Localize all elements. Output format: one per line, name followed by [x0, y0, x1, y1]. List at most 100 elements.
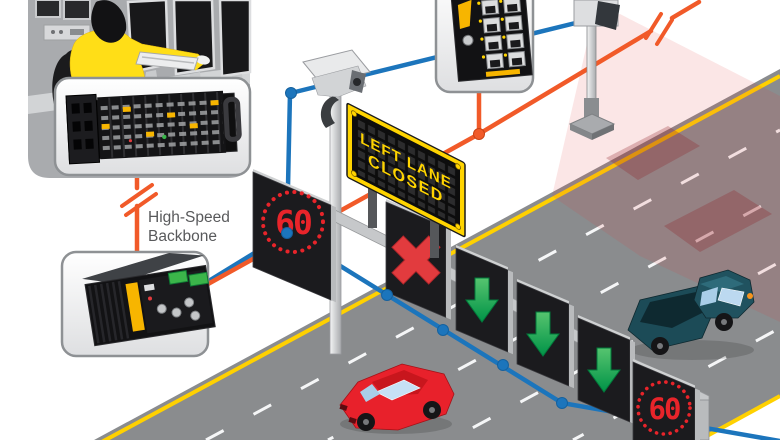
car-taillight	[339, 404, 348, 411]
terminal-block	[188, 271, 209, 287]
network-node-icon	[473, 128, 485, 140]
round-connector	[156, 303, 167, 314]
near-yellow-edge-line	[695, 394, 780, 440]
console-slot	[70, 29, 84, 35]
network-node-icon	[381, 289, 393, 301]
backbone-label-line1: High-Speed	[148, 209, 230, 226]
camera-lens	[353, 78, 361, 86]
heatsink-fins	[88, 280, 130, 344]
console-knob	[59, 30, 63, 34]
speed-limit-value: 60	[275, 203, 311, 242]
network-node-icon	[281, 227, 293, 239]
car-hub	[363, 419, 369, 425]
rack-vent-holes	[71, 102, 94, 150]
console-knob	[51, 30, 55, 34]
truck-hub	[657, 343, 663, 349]
sensor-pole	[586, 23, 597, 101]
line-break-icon	[120, 183, 154, 208]
green-arrow-icon	[526, 311, 560, 357]
panel-lane-open-3	[577, 315, 635, 425]
ethernet-ports	[477, 0, 526, 70]
din-switch-callout	[434, 0, 535, 94]
radar-sensor-icon	[573, 0, 620, 30]
red-x-icon	[391, 235, 441, 285]
lane-control-gantry: 60	[252, 169, 710, 440]
backbone-label-line2: Backbone	[148, 228, 217, 245]
car-hub	[429, 407, 435, 413]
truck-hub	[721, 319, 727, 325]
terminal-block	[167, 269, 189, 285]
wall-monitor	[35, 0, 61, 18]
camera-mount-bracket	[320, 96, 339, 128]
industrial-computer-callout	[60, 250, 216, 358]
network-node-icon	[437, 324, 449, 336]
sensor-pole-base-side	[592, 124, 614, 140]
sensor-pole-pedestal	[584, 98, 599, 120]
status-led	[162, 134, 167, 140]
pickup-truck	[627, 269, 755, 360]
backbone-diagonal	[476, 28, 654, 137]
truck-side-window	[700, 287, 718, 306]
speed-limit-icon: 60	[636, 380, 692, 436]
variable-message-sign: LEFT LANE CLOSED	[346, 102, 466, 258]
network-nodes	[281, 87, 568, 409]
rack-handle	[223, 96, 242, 142]
device-label	[457, 0, 472, 29]
radar-beam	[552, 14, 780, 322]
vms-corner-bolts	[351, 110, 462, 230]
industrial-computer	[82, 252, 216, 347]
round-connector	[462, 34, 474, 46]
truck-roof	[700, 276, 744, 292]
red-sedan-car	[339, 363, 455, 434]
line-break-icon	[644, 12, 663, 40]
panel-speed-limit-left: 60	[252, 169, 336, 303]
keyboard-keys	[141, 56, 195, 64]
round-connector	[190, 310, 201, 321]
status-led	[148, 296, 153, 301]
network-node-icon	[497, 359, 509, 371]
detection-zone	[664, 190, 772, 252]
car-taillight	[348, 417, 357, 424]
truck-bed-interior	[640, 292, 704, 328]
sensor-pole-base-side	[570, 124, 592, 140]
operator-hand	[196, 55, 210, 65]
radar-sensor-assembly	[568, 0, 620, 140]
green-arrow-icon	[465, 277, 499, 323]
truck-marker-light	[747, 293, 753, 299]
status-led	[128, 139, 133, 143]
sensor-beam-cone	[552, 14, 780, 322]
rack-ethernet-switch	[65, 90, 242, 165]
high-speed-backbone-label: High-Speed Backbone	[148, 209, 230, 245]
line-break-icon	[124, 192, 158, 217]
device-label	[125, 282, 145, 332]
device-label	[485, 68, 521, 77]
round-connector	[184, 297, 195, 308]
green-arrow-icon	[587, 347, 621, 393]
truck-windshield	[717, 287, 745, 307]
vms-led-matrix	[356, 115, 456, 225]
din-rail-ethernet-switch	[449, 0, 533, 82]
rack-switch-callout	[53, 76, 252, 177]
cctv-camera-icon	[302, 49, 371, 98]
io-port	[143, 283, 155, 292]
panel-lane-open-2	[516, 279, 574, 389]
panel-speed-limit-right: 60	[632, 359, 700, 440]
line-break-icon	[655, 18, 674, 46]
car-windshield	[375, 379, 421, 401]
operator-hair	[91, 0, 127, 43]
network-node-icon	[556, 397, 568, 409]
monitor	[218, 0, 252, 78]
vms-mount	[368, 188, 377, 228]
rack-labels	[101, 100, 219, 137]
panel-lane-open-1	[455, 245, 513, 355]
rack-connectors	[99, 97, 224, 153]
network-node-icon	[285, 87, 297, 99]
backbone-diagonal	[669, 0, 702, 21]
round-connector	[171, 307, 182, 318]
keyboard	[135, 51, 199, 71]
speed-limit-value: 60	[649, 392, 680, 426]
detection-zone	[606, 126, 700, 180]
wall-monitor	[63, 0, 91, 20]
